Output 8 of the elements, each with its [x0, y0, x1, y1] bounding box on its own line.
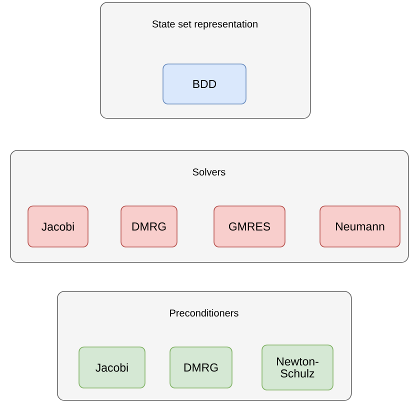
item-box: Jacobi: [78, 346, 146, 388]
item-box: DMRG: [120, 206, 178, 248]
item-box: GMRES: [214, 206, 286, 248]
item-box: Newton-Schulz: [262, 344, 334, 390]
item-box: Jacobi: [28, 206, 88, 248]
item-box: Neumann: [320, 206, 400, 248]
item-box: DMRG: [170, 346, 232, 388]
item-box: BDD: [162, 64, 246, 104]
